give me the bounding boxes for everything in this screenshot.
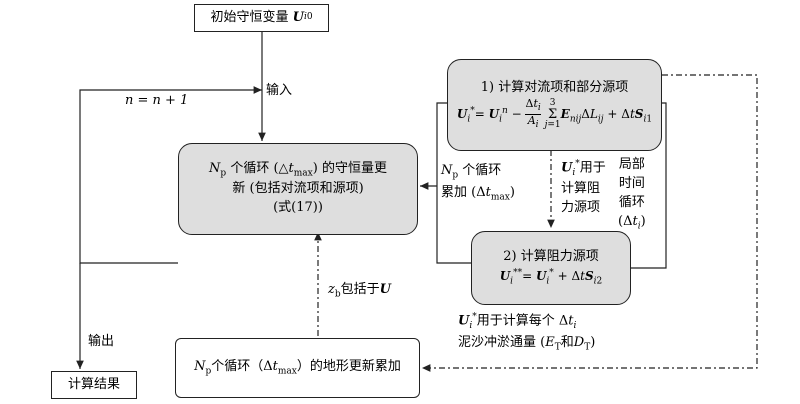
arrow-step1-to-terrain [422,74,758,372]
main-node-line3: (式(17)) [273,200,323,216]
main-node-line2: 新 (包括对流项和源项) [232,181,364,197]
step1-title: 1) 计算对流项和部分源项 [480,80,629,95]
arrow-local-loop [631,102,667,269]
local-time-loop-label: 局部 时间 循环 (Δti) [618,157,646,232]
input-label: 输入 [266,83,293,98]
accumulate-label: Np 个循环 累加 (Δtmax) [441,163,515,203]
step2-formula: Ui**= Ui* + ΔtSi2 [499,267,603,287]
drag-source-node: 2) 计算阻力源项 Ui**= Ui* + ΔtSi2 [471,231,631,305]
arrow-loop-back [79,86,262,264]
output-label: 输出 [88,334,115,349]
conservation-update-node: Np 个循环 (△tmax) 的守恒量更 新 (包括对流项和源项) (式(17)… [178,143,418,235]
used-for-drag-label: Ui*用于 计算阻 力源项 [561,159,606,215]
arrow-accumulate [436,102,471,264]
sediment-flux-label: Ui*用于计算每个 Δti 泥沙冲淤通量 (ET和DT) [458,312,596,354]
step2-title: 2) 计算阻力源项 [503,248,599,264]
n-update-label: n = n + 1 [125,93,189,108]
result-node: 计算结果 [51,371,137,399]
terrain-update-node: Np个循环（Δtmax）的地形更新累加 [175,338,420,398]
zb-label: zb包括于U [328,282,391,300]
initial-variables-label: 初始守恒变量 [210,9,289,25]
